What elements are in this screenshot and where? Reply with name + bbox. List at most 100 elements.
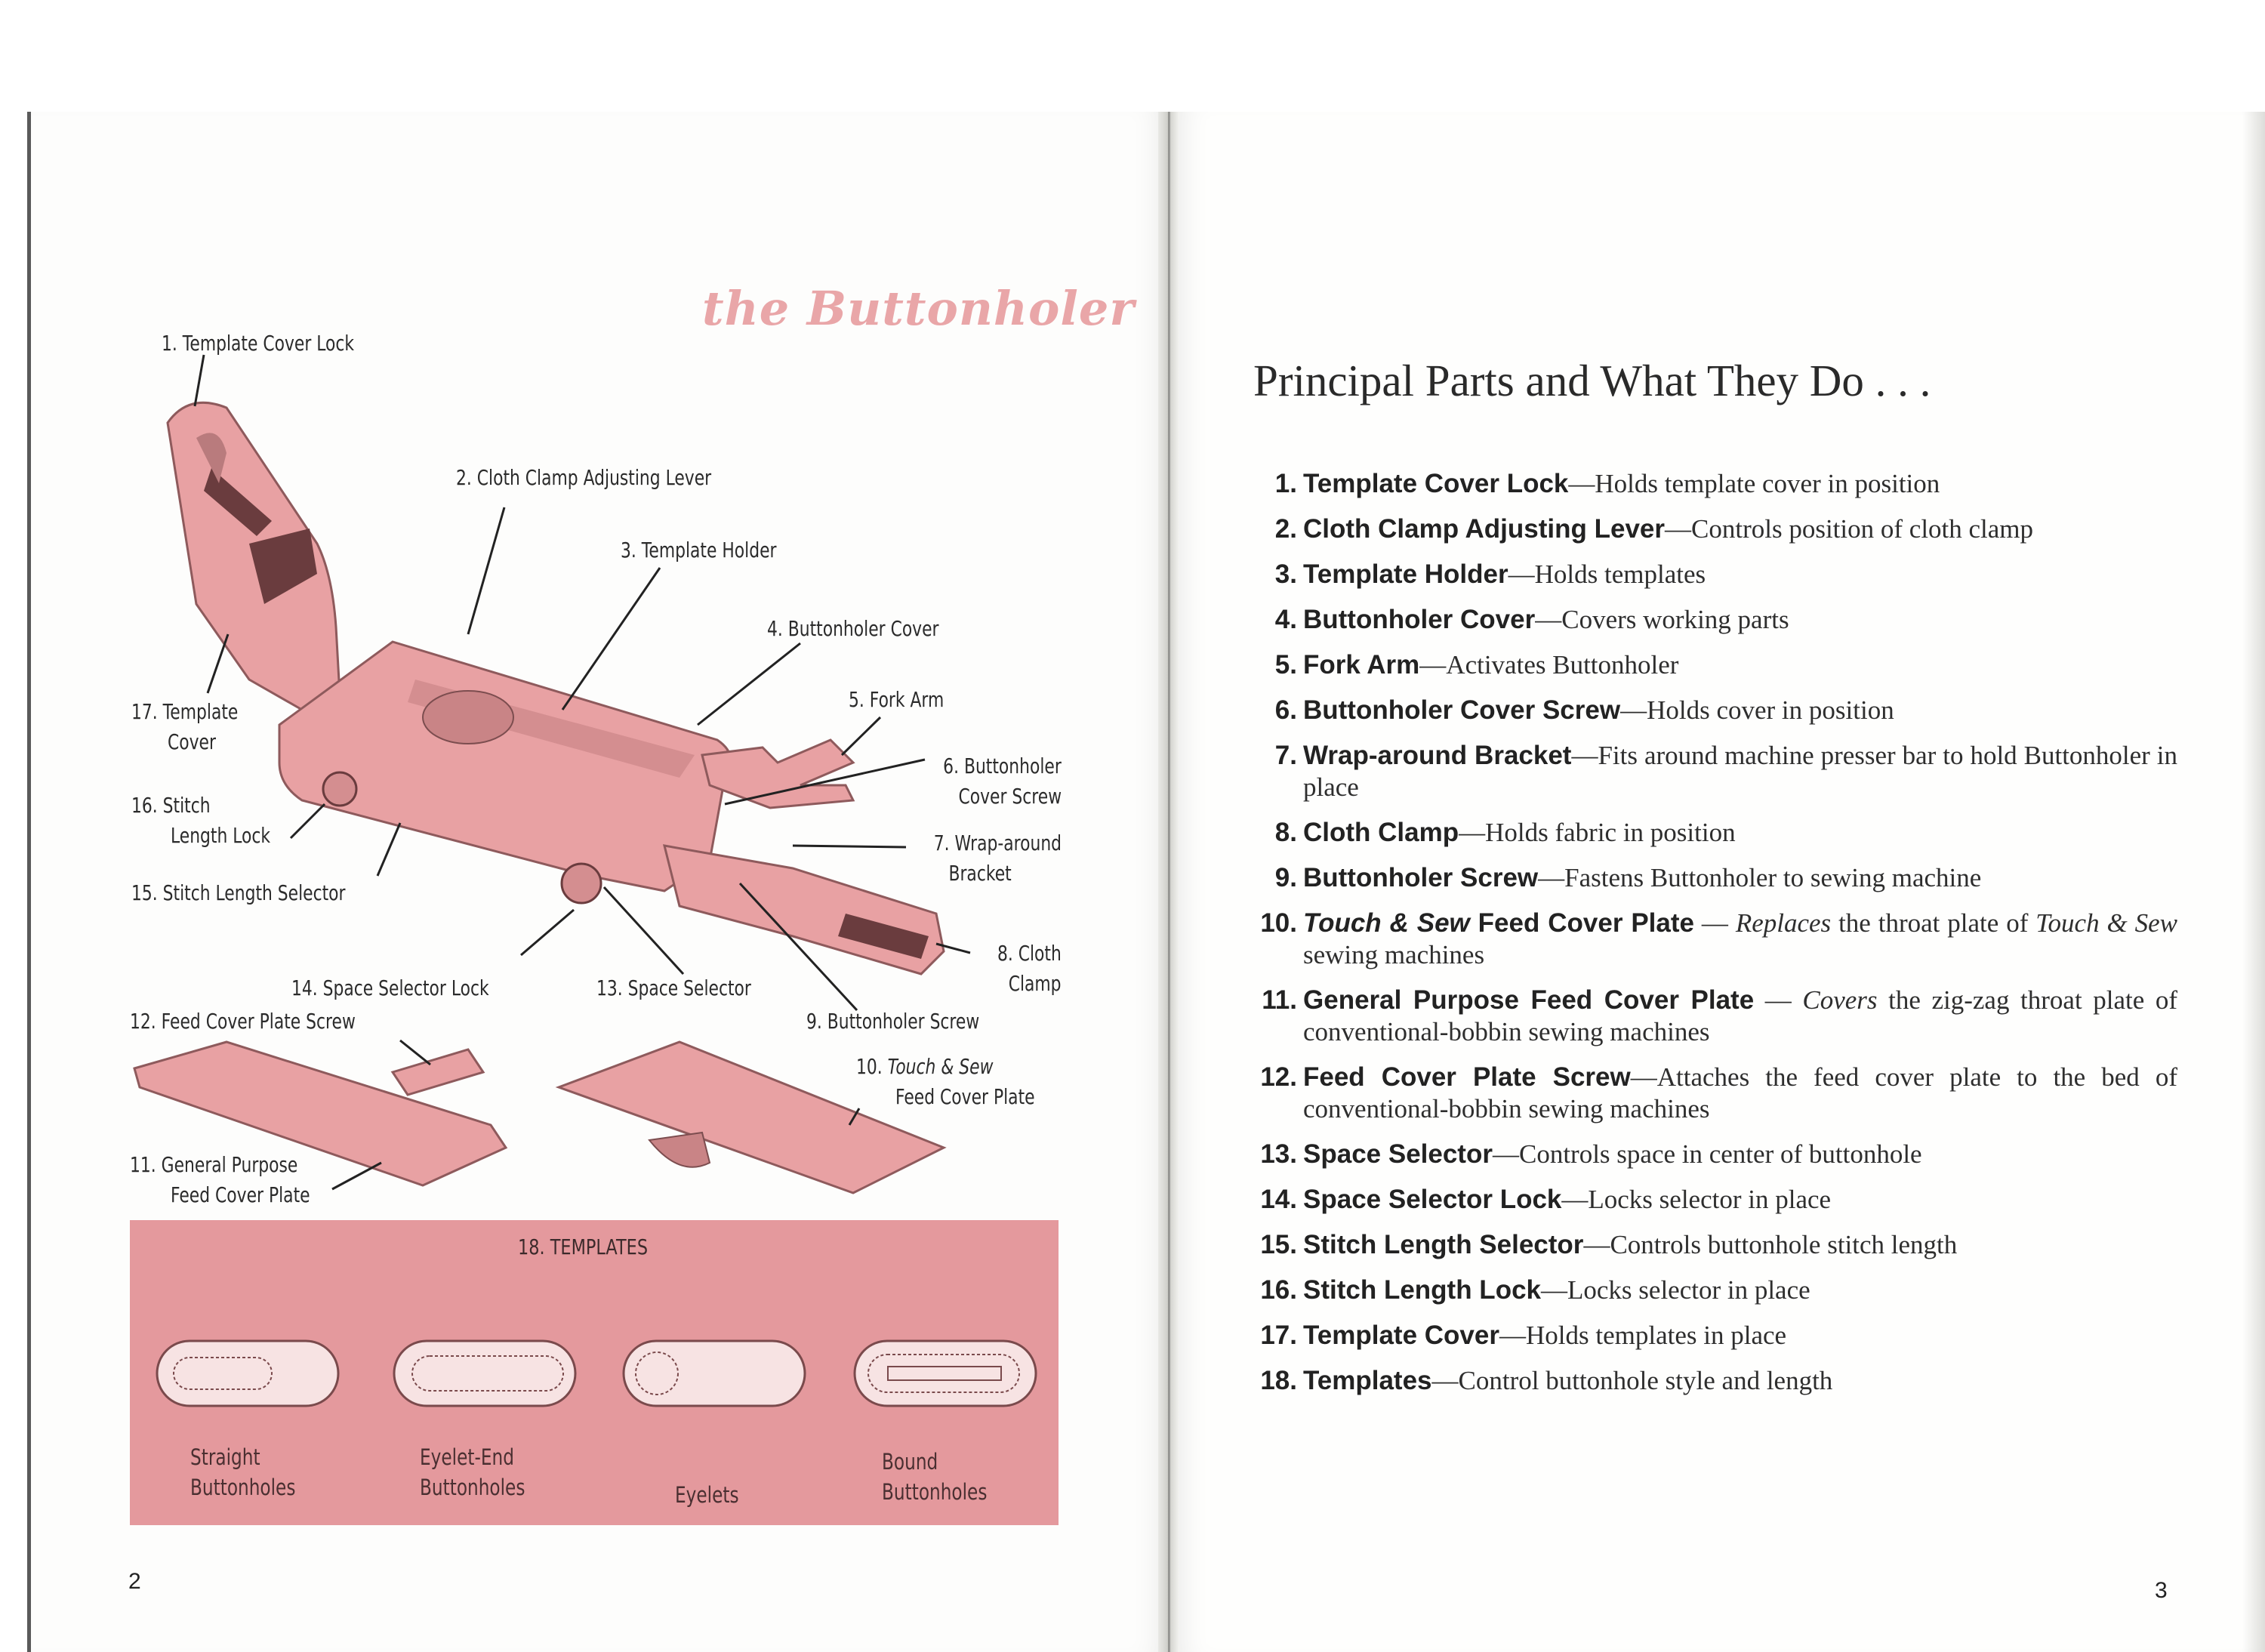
callout-cloth-clamp-line1: 8. Cloth (997, 941, 1062, 966)
part-name: Templates (1303, 1366, 1432, 1395)
callout-cover-screw-line2: Cover Screw (958, 784, 1062, 809)
callout-template-holder: 3. Template Holder (621, 538, 777, 562)
callout-touch-sew-plate-line2: Feed Cover Plate (895, 1084, 1035, 1109)
part-number: 6. (1274, 695, 1297, 725)
callout-10-number: 10. (856, 1054, 883, 1079)
list-item: 9.Buttonholer Screw—Fastens Buttonholer … (1235, 862, 2177, 894)
part-description: —Fits around machine presser bar to hold… (1303, 741, 2178, 802)
touch-sew-plate-shape (555, 1040, 947, 1194)
desc-text: the throat plate of (1831, 908, 2036, 938)
page-number-right: 3 (2155, 1578, 2168, 1603)
part-number: 15. (1260, 1230, 1297, 1259)
part-description: —Attaches the feed cover plate to the be… (1303, 1062, 2177, 1123)
part-name: Stitch Length Lock (1303, 1275, 1541, 1305)
callout-space-selector-lock: 14. Space Selector Lock (291, 975, 489, 1000)
part-name: Template Cover (1303, 1321, 1499, 1350)
page-number-left: 2 (128, 1569, 141, 1594)
callout-wrap-bracket-line1: 7. Wrap-around (933, 831, 1062, 855)
callout-buttonholer-screw: 9. Buttonholer Screw (806, 1009, 980, 1034)
list-item: 8.Cloth Clamp—Holds fabric in position (1235, 817, 2177, 849)
part-name: Stitch Length Selector (1303, 1230, 1584, 1259)
list-item: 12.Feed Cover Plate Screw—Attaches the f… (1235, 1062, 2177, 1125)
part-description: —Controls position of cloth clamp (1665, 514, 2034, 544)
space-selector-knob (560, 862, 602, 905)
part-number: 8. (1274, 818, 1297, 847)
desc-italic: Replaces (1735, 908, 1832, 938)
list-item: 3.Template Holder—Holds templates (1235, 559, 2177, 590)
part-number: 17. (1260, 1321, 1297, 1350)
list-item: 2.Cloth Clamp Adjusting Lever—Controls p… (1235, 513, 2177, 545)
part-name: Template Cover Lock (1303, 469, 1569, 498)
callout-buttonholer-cover: 4. Buttonholer Cover (767, 616, 939, 641)
callout-template-cover-line2: Cover (168, 729, 216, 754)
part-description: —Holds templates (1508, 559, 1706, 589)
part-number: 10. (1260, 908, 1297, 938)
part-number: 9. (1274, 863, 1297, 892)
list-item: 4.Buttonholer Cover—Covers working parts (1235, 604, 2177, 636)
part-number: 16. (1260, 1275, 1297, 1305)
part-name: Space Selector Lock (1303, 1185, 1562, 1214)
page-heading: Principal Parts and What They Do . . . (1253, 356, 1931, 405)
part-name: Cloth Clamp Adjusting Lever (1303, 514, 1666, 544)
list-item: 14.Space Selector Lock—Locks selector in… (1235, 1184, 2177, 1216)
desc-italic-2: Touch & Sew (2035, 908, 2178, 938)
part-description: —Locks selector in place (1541, 1275, 1810, 1305)
callout-wrap-bracket-line2: Bracket (948, 861, 1012, 886)
fork-arm-shape (701, 738, 855, 809)
part-description: —Holds cover in position (1620, 695, 1894, 725)
part-name: Feed Cover Plate Screw (1303, 1062, 1631, 1092)
part-description: —Controls buttonhole stitch length (1583, 1230, 1958, 1259)
part-description: —Locks selector in place (1561, 1185, 1832, 1214)
part-number: 2. (1274, 514, 1297, 544)
part-description: —Controls space in center of buttonhole (1492, 1139, 1922, 1169)
part-number: 14. (1260, 1185, 1297, 1214)
template-label-eyelets: Eyelets (675, 1482, 739, 1508)
part-number: 13. (1260, 1139, 1297, 1169)
part-description: —Covers working parts (1535, 605, 1789, 634)
part-description: —Fastens Buttonholer to sewing machine (1538, 863, 1982, 892)
part-number: 18. (1260, 1366, 1297, 1395)
part-name: Cloth Clamp (1303, 818, 1459, 847)
part-name: Buttonholer Cover Screw (1303, 695, 1621, 725)
right-page (1179, 112, 2265, 1652)
part-name: Space Selector (1303, 1139, 1493, 1169)
part-description: — Covers the zig-zag throat plate of con… (1303, 985, 2177, 1046)
part-number: 5. (1274, 650, 1297, 680)
list-item: 10.Touch & Sew Feed Cover Plate — Replac… (1235, 908, 2177, 971)
general-purpose-plate-shape (133, 1040, 508, 1187)
callout-cloth-clamp-lever: 2. Cloth Clamp Adjusting Lever (456, 465, 712, 490)
part-number: 3. (1274, 559, 1297, 589)
list-item: 17.Template Cover—Holds templates in pla… (1235, 1320, 2177, 1351)
part-name: Wrap-around Bracket (1303, 741, 1572, 770)
callout-stitch-length-selector: 15. Stitch Length Selector (131, 880, 346, 905)
desc-text-post: sewing machines (1303, 940, 1485, 969)
callout-feed-plate-screw: 12. Feed Cover Plate Screw (130, 1009, 356, 1034)
list-item: 1.Template Cover Lock—Holds template cov… (1235, 468, 2177, 500)
part-name: Template Holder (1303, 559, 1508, 589)
template-label-bound: Bound Buttonholes (882, 1449, 988, 1505)
callout-cover-screw-line1: 6. Buttonholer (943, 754, 1062, 778)
callout-template-cover-line1: 17. Template (131, 699, 239, 724)
part-name: Buttonholer Cover (1303, 605, 1536, 634)
parts-list: 1.Template Cover Lock—Holds template cov… (1235, 468, 2177, 1410)
cloth-clamp-shape (662, 844, 945, 975)
part-name: Fork Arm (1303, 650, 1420, 680)
book-gutter (1158, 112, 1179, 1652)
section-title: the Buttonholer (702, 281, 1136, 336)
desc-dash: — (1694, 908, 1736, 938)
callout-general-plate-line2: Feed Cover Plate (171, 1182, 310, 1207)
template-label-eyelet-end: Eyelet-End Buttonholes (420, 1444, 525, 1500)
part-number: 1. (1274, 469, 1297, 498)
callout-general-plate-line1: 11. General Purpose (130, 1152, 298, 1177)
list-item: 7.Wrap-around Bracket—Fits around machin… (1235, 740, 2177, 803)
list-item: 11.General Purpose Feed Cover Plate — Co… (1235, 985, 2177, 1048)
part-description: —Holds templates in place (1499, 1321, 1787, 1350)
callout-touch-sew-plate-line1: 10. Touch & Sew (856, 1053, 993, 1081)
callout-cloth-clamp-line2: Clamp (1009, 971, 1062, 996)
part-description: — Replaces the throat plate of Touch & S… (1303, 908, 2177, 969)
template-label-straight: Straight Buttonholes (190, 1444, 296, 1500)
list-item: 16.Stitch Length Lock—Locks selector in … (1235, 1274, 2177, 1306)
list-item: 18.Templates—Control buttonhole style an… (1235, 1365, 2177, 1397)
callout-template-cover-lock: 1. Template Cover Lock (162, 331, 355, 356)
page-edge-shadow (2242, 112, 2265, 1652)
